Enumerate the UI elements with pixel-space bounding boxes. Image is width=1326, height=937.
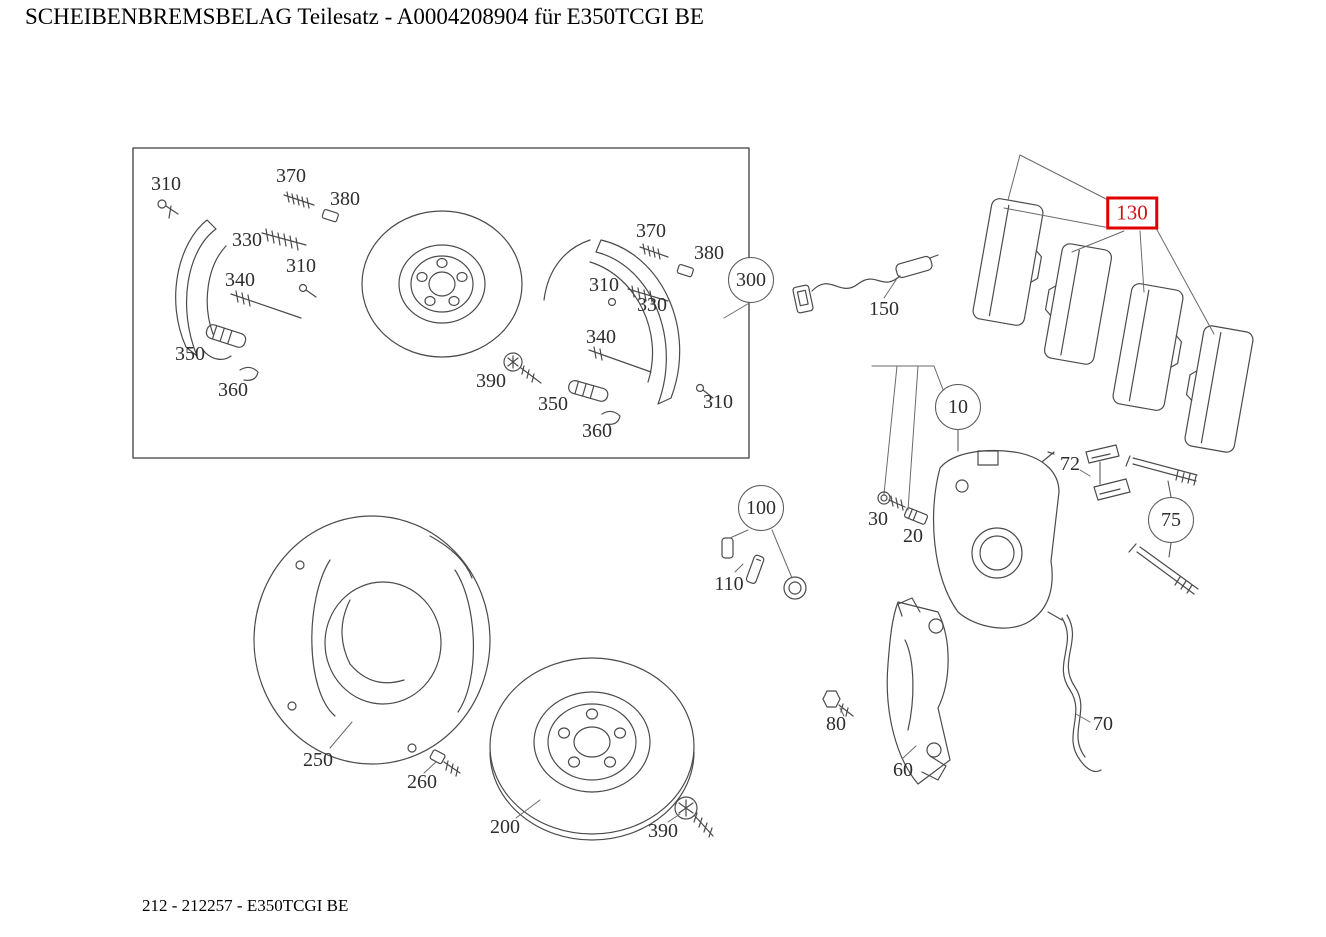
highlighted-part-number[interactable]: 130 xyxy=(1106,196,1158,230)
part-number-label[interactable]: 110 xyxy=(714,573,744,595)
part-number-label[interactable]: 150 xyxy=(869,298,899,320)
part-number-label[interactable]: 330 xyxy=(637,294,667,316)
part-number-label[interactable]: 390 xyxy=(648,820,678,842)
part-number-label[interactable]: 300 xyxy=(728,257,774,303)
bolt-260 xyxy=(429,749,461,777)
part-number-label[interactable]: 380 xyxy=(694,242,724,264)
part-number-label[interactable]: 30 xyxy=(868,508,888,530)
parking-brake-shoe-left xyxy=(157,191,339,381)
part-number-label[interactable]: 72 xyxy=(1060,453,1080,475)
guide-sleeve-parts xyxy=(721,529,807,600)
page-title: SCHEIBENBREMSBELAG Teilesatz - A00042089… xyxy=(25,4,704,29)
part-number-label[interactable]: 370 xyxy=(636,220,666,242)
part-number-label[interactable]: 370 xyxy=(276,165,306,187)
brake-caliper xyxy=(871,365,1060,629)
footer-caption: 212 - 212257 - E350TCGI BE xyxy=(142,896,349,915)
part-number-label[interactable]: 260 xyxy=(407,771,437,793)
part-number-label[interactable]: 250 xyxy=(303,749,333,771)
retaining-clips xyxy=(1085,444,1131,501)
part-number-label[interactable]: 310 xyxy=(286,255,316,277)
part-number-label[interactable]: 310 xyxy=(703,391,733,413)
brake-disc-rear xyxy=(489,657,695,841)
part-number-label[interactable]: 20 xyxy=(903,525,923,547)
guide-pins xyxy=(1125,455,1199,595)
part-number-label[interactable]: 80 xyxy=(826,713,846,735)
part-number-label[interactable]: 390 xyxy=(476,370,506,392)
part-number-label[interactable]: 340 xyxy=(225,269,255,291)
leader-lines xyxy=(329,279,1091,823)
part-number-label[interactable]: 60 xyxy=(893,759,913,781)
part-number-label[interactable]: 10 xyxy=(935,384,981,430)
part-number-label[interactable]: 100 xyxy=(738,485,784,531)
brake-drum-disc xyxy=(361,210,523,358)
part-number-label[interactable]: 360 xyxy=(218,379,248,401)
part-number-label[interactable]: 380 xyxy=(330,188,360,210)
part-number-label[interactable]: 330 xyxy=(232,229,262,251)
part-number-label[interactable]: 75 xyxy=(1148,497,1194,543)
wear-sensor xyxy=(792,254,939,314)
part-number-label[interactable]: 310 xyxy=(589,274,619,296)
screw-390-bottom xyxy=(674,796,714,838)
pad-retaining-spring xyxy=(1047,611,1102,773)
screw-390-top xyxy=(503,352,542,384)
part-number-label[interactable]: 200 xyxy=(490,816,520,838)
part-number-label[interactable]: 350 xyxy=(175,343,205,365)
part-number-label[interactable]: 340 xyxy=(586,326,616,348)
spring-30-and-sleeve-20 xyxy=(877,491,929,525)
part-number-label[interactable]: 350 xyxy=(538,393,568,415)
part-number-label[interactable]: 70 xyxy=(1093,713,1113,735)
caliper-carrier xyxy=(886,597,951,785)
brake-pad-set xyxy=(972,154,1254,453)
part-number-label[interactable]: 360 xyxy=(582,420,612,442)
splash-shield xyxy=(253,515,491,765)
parking-brake-shoe-right xyxy=(543,239,714,425)
part-number-label[interactable]: 310 xyxy=(151,173,181,195)
